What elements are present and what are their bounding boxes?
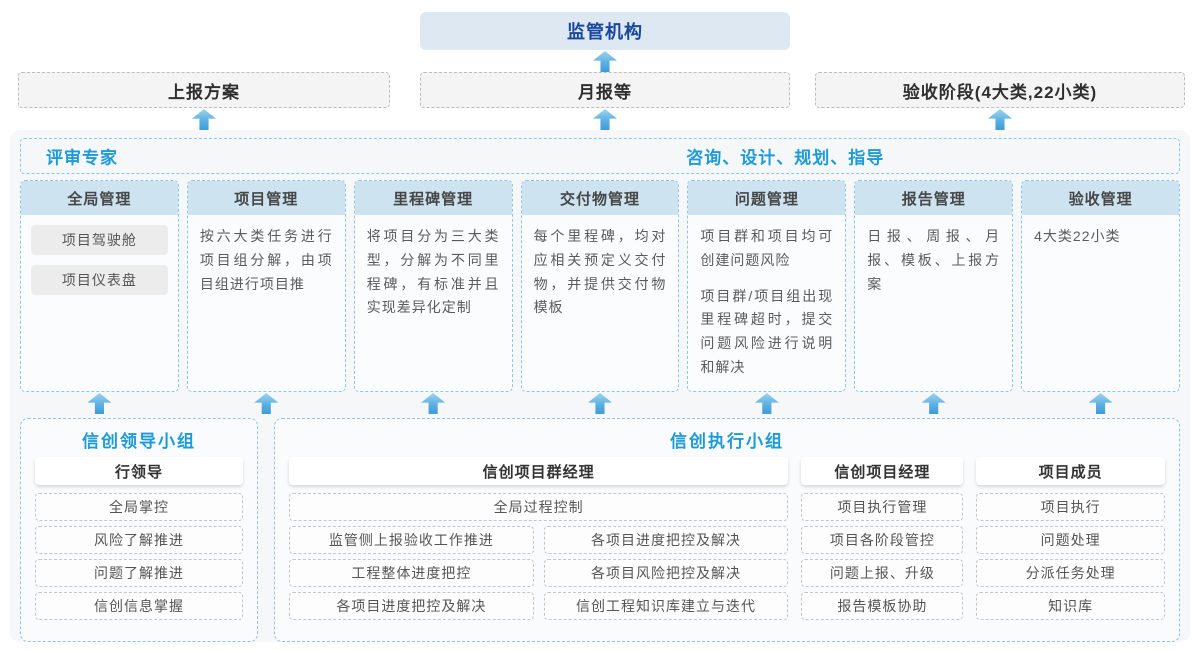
leadership-item: 风险了解推进 — [35, 526, 243, 554]
column-header: 里程碑管理 — [354, 181, 512, 215]
column-header: 项目管理 — [187, 181, 345, 215]
project-member-item: 项目执行 — [976, 493, 1165, 521]
column-milestone-management: 里程碑管理 将项目分为三大类型，分解为不同里程碑，有标准并且实现差异化定制 — [353, 180, 513, 392]
project-manager-role-box: 信创项目经理 — [801, 457, 964, 485]
program-manager-item: 各项目风险把控及解决 — [543, 559, 789, 587]
project-manager-column: 信创项目经理 项目执行管理 项目各阶段管控 问题上报、升级 报告模板协助 — [801, 457, 964, 631]
platform-container: 评审专家 咨询、设计、规划、指导 全局管理 项目驾驶舱 项目仪表盘 项目管理 按… — [10, 130, 1190, 642]
column-paragraph: 按六大类任务进行项目组分解，由项目组进行项目推 — [199, 228, 333, 292]
stage-monthly-report-label: 月报等 — [578, 82, 632, 102]
column-body: 日报、周报、月报、模板、上报方案 — [855, 215, 1012, 308]
column-report-management: 报告管理 日报、周报、月报、模板、上报方案 — [854, 180, 1014, 392]
project-dashboard-chip: 项目仪表盘 — [31, 265, 168, 295]
column-header: 交付物管理 — [521, 181, 679, 215]
project-member-item: 问题处理 — [976, 526, 1165, 554]
up-arrow-icon — [988, 109, 1012, 130]
regulator-box: 监管机构 — [420, 12, 790, 50]
column-body: 4大类22小类 — [1022, 215, 1179, 261]
up-arrow-icon — [593, 51, 617, 72]
program-manager-item: 信创工程知识库建立与迭代 — [543, 592, 789, 620]
program-manager-item: 监管侧上报验收工作推进 — [289, 526, 534, 554]
leadership-item: 问题了解推进 — [35, 559, 243, 587]
project-manager-item: 项目执行管理 — [801, 493, 964, 521]
up-arrow-icon — [421, 393, 446, 414]
column-arrows-row — [20, 393, 1180, 417]
column-paragraph: 4大类22小类 — [1034, 228, 1121, 244]
leadership-item: 全局掌控 — [35, 493, 243, 521]
project-manager-item: 问题上报、升级 — [801, 559, 964, 587]
program-manager-item: 全局过程控制 — [289, 493, 789, 521]
stage-monthly-report-box: 月报等 — [420, 72, 790, 108]
column-body: 每个里程碑，均对应相关预定义交付物，并提供交付物模板 — [522, 215, 679, 332]
management-columns: 全局管理 项目驾驶舱 项目仪表盘 项目管理 按六大类任务进行项目组分解，由项目组… — [20, 180, 1180, 392]
column-body: 项目群和项目均可创建问题风险 项目群/项目组出现里程碑超时，提交问题风险进行说明… — [688, 215, 845, 391]
column-paragraph: 项目群和项目均可创建问题风险 — [700, 228, 834, 268]
project-cockpit-chip: 项目驾驶舱 — [31, 225, 168, 255]
leadership-group: 信创领导小组 行领导 全局掌控 风险了解推进 问题了解推进 信创信息掌握 — [20, 418, 258, 642]
column-header: 全局管理 — [21, 181, 178, 215]
program-manager-item: 工程整体进度把控 — [289, 559, 534, 587]
leadership-group-title: 信创领导小组 — [82, 432, 196, 451]
up-arrow-icon — [921, 393, 946, 414]
up-arrow-icon — [254, 393, 279, 414]
stage-acceptance-box: 验收阶段(4大类,22小类) — [815, 72, 1185, 108]
up-arrow-icon — [192, 109, 216, 130]
project-member-column: 项目成员 项目执行 问题处理 分派任务处理 知识库 — [976, 457, 1165, 631]
column-header: 验收管理 — [1022, 181, 1179, 215]
stage-report-plan-label: 上报方案 — [168, 82, 240, 102]
column-body: 按六大类任务进行项目组分解，由项目组进行项目推 — [188, 215, 345, 308]
column-header: 报告管理 — [855, 181, 1013, 215]
project-member-role-box: 项目成员 — [976, 457, 1165, 485]
column-body: 将项目分为三大类型，分解为不同里程碑，有标准并且实现差异化定制 — [355, 215, 512, 332]
column-global-management: 全局管理 项目驾驶舱 项目仪表盘 — [20, 180, 179, 392]
execution-roles-row: 信创项目群经理 全局过程控制 监管侧上报验收工作推进 各项目进度把控及解决 工程… — [289, 457, 1165, 631]
project-member-item: 分派任务处理 — [976, 559, 1165, 587]
column-acceptance-management: 验收管理 4大类22小类 — [1021, 180, 1180, 392]
leadership-item: 信创信息掌握 — [35, 592, 243, 620]
program-manager-item: 各项目进度把控及解决 — [543, 526, 789, 554]
project-member-item: 知识库 — [976, 592, 1165, 620]
teams-section: 信创领导小组 行领导 全局掌控 风险了解推进 问题了解推进 信创信息掌握 信创执… — [20, 418, 1180, 642]
bank-leader-role-box: 行领导 — [35, 457, 243, 485]
stage-acceptance-label: 验收阶段(4大类,22小类) — [902, 82, 1098, 102]
stage-report-plan-box: 上报方案 — [18, 72, 390, 108]
column-paragraph: 日报、周报、月报、模板、上报方案 — [867, 228, 1001, 292]
review-experts-title: 评审专家 — [46, 148, 118, 168]
column-paragraph: 每个里程碑，均对应相关预定义交付物，并提供交付物模板 — [533, 228, 667, 316]
execution-group-title: 信创执行小组 — [670, 432, 784, 451]
up-arrow-icon — [587, 393, 612, 414]
program-manager-column: 信创项目群经理 全局过程控制 监管侧上报验收工作推进 各项目进度把控及解决 工程… — [289, 457, 789, 631]
up-arrow-icon — [1088, 393, 1113, 414]
up-arrow-icon — [754, 393, 779, 414]
column-deliverable-management: 交付物管理 每个里程碑，均对应相关预定义交付物，并提供交付物模板 — [520, 180, 680, 392]
column-header: 问题管理 — [688, 181, 846, 215]
experts-bar: 评审专家 咨询、设计、规划、指导 — [20, 138, 1180, 174]
execution-group: 信创执行小组 信创项目群经理 全局过程控制 监管侧上报验收工作推进 各项目进度把… — [274, 418, 1180, 642]
consulting-title: 咨询、设计、规划、指导 — [686, 148, 885, 168]
regulator-label: 监管机构 — [567, 22, 643, 42]
project-manager-item: 报告模板协助 — [801, 592, 964, 620]
project-manager-item: 项目各阶段管控 — [801, 526, 964, 554]
up-arrow-icon — [593, 109, 617, 130]
program-manager-item: 各项目进度把控及解决 — [289, 592, 534, 620]
up-arrow-icon — [87, 393, 112, 414]
column-paragraph: 项目群/项目组出现里程碑超时，提交问题风险进行说明和解决 — [700, 287, 834, 375]
program-manager-role-box: 信创项目群经理 — [289, 457, 789, 485]
program-manager-item-grid: 监管侧上报验收工作推进 各项目进度把控及解决 工程整体进度把控 各项目风险把控及… — [289, 526, 789, 625]
column-project-management: 项目管理 按六大类任务进行项目组分解，由项目组进行项目推 — [186, 180, 346, 392]
column-issue-management: 问题管理 项目群和项目均可创建问题风险 项目群/项目组出现里程碑超时，提交问题风… — [687, 180, 847, 392]
column-paragraph: 将项目分为三大类型，分解为不同里程碑，有标准并且实现差异化定制 — [366, 228, 500, 316]
